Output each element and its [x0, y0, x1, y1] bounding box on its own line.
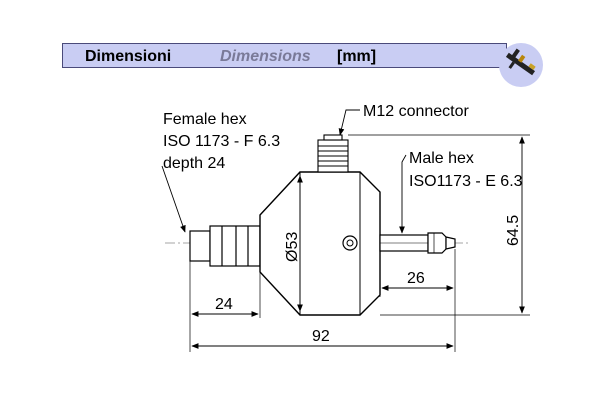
extension-lines — [189, 134, 530, 352]
leader-male-hex — [399, 154, 407, 234]
callout-male-line-1: Male hex — [409, 150, 474, 167]
header-subtitle: Dimensions — [220, 48, 311, 65]
dim-total-length: 92 — [312, 328, 330, 345]
sensor-body — [259, 171, 381, 316]
header-bar: Dimensioni Dimensions [mm] — [62, 43, 507, 68]
dim-male-length: 26 — [407, 270, 425, 287]
callout-male-line-2: ISO1173 - E 6.3 — [409, 173, 523, 190]
header-unit: [mm] — [337, 48, 377, 65]
dim-diameter: Ø53 — [284, 232, 301, 262]
header-title: Dimensioni — [85, 48, 172, 65]
callout-female-line-1: Female hex — [163, 111, 247, 128]
leader-connector — [338, 109, 360, 136]
set-screw — [342, 235, 358, 251]
caliper-icon — [499, 43, 543, 87]
callout-female-line-3: depth 24 — [163, 155, 225, 172]
callout-connector: M12 connector — [363, 103, 470, 120]
dim-height: 64.5 — [505, 215, 522, 246]
m12-connector — [317, 134, 349, 173]
callout-female-line-2: ISO 1173 - F 6.3 — [163, 133, 280, 150]
male-hex-shaft — [379, 232, 456, 254]
leader-female-hex — [161, 165, 186, 233]
dim-female-length: 24 — [215, 296, 233, 313]
set-screw-inner — [346, 239, 354, 247]
female-hex-adapter — [189, 225, 261, 267]
